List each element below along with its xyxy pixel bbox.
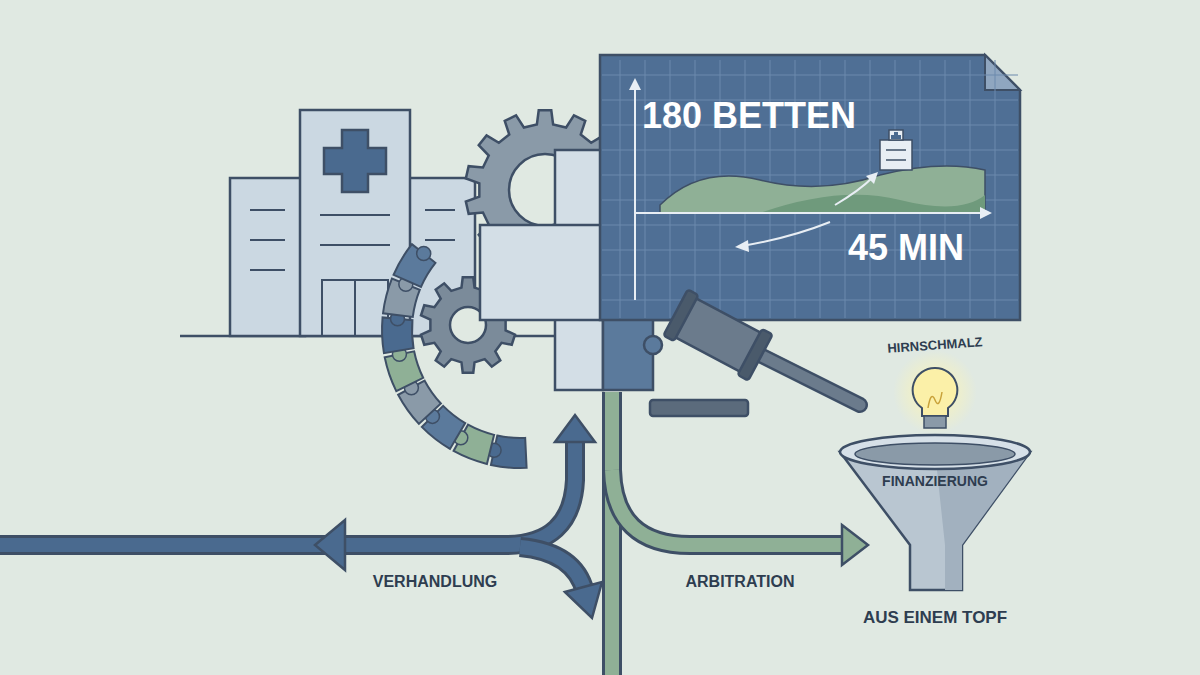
flow-arrows-part xyxy=(605,392,619,675)
funnel-part xyxy=(935,452,1030,590)
gavel-part-part xyxy=(663,290,698,342)
flow-arrows-part xyxy=(0,440,575,545)
blueprint-panel-part xyxy=(735,240,749,252)
flow-arrows-part xyxy=(565,582,602,618)
funnel-part xyxy=(855,443,1015,465)
flow-arrows-part xyxy=(842,525,868,565)
blueprint-panel-part-part xyxy=(602,300,1018,301)
arrow-label: VERHANDLUNG xyxy=(373,573,497,591)
flow-arrows-part xyxy=(520,547,585,592)
blueprint-panel-part-part xyxy=(995,60,996,318)
blueprint-panel: 180 BETTEN 45 MIN xyxy=(600,55,1020,320)
blueprint-panel xyxy=(600,55,1020,320)
blueprint-panel-part-part xyxy=(602,75,1018,76)
blueprint-panel-part xyxy=(866,172,878,184)
blueprint-panel-part-part xyxy=(886,149,906,151)
light-bulb-part xyxy=(893,350,977,434)
blueprint-panel-part xyxy=(985,55,1020,90)
flow-arrows-part xyxy=(0,440,575,545)
flow-arrows-part xyxy=(520,547,585,592)
puzzle-ring-part xyxy=(394,244,436,287)
bulb-label: HIRNSCHMALZ xyxy=(887,335,983,357)
flow-arrows xyxy=(0,392,868,675)
hospital-building-part xyxy=(230,178,305,336)
funnel-box: FINANZIERUNG AUS EINEM TOPF xyxy=(830,455,1040,640)
blueprint-panel-part-part xyxy=(889,130,903,140)
blueprint-panel-part-part xyxy=(620,60,621,318)
blueprint-panel-part xyxy=(660,166,985,213)
blueprint-panel-part-part xyxy=(602,225,1018,226)
flow-arrows-part xyxy=(315,520,345,570)
funnel-part xyxy=(840,452,1030,590)
blueprint-panel-part xyxy=(880,130,912,170)
flow-arrows-part xyxy=(602,392,622,675)
blueprint-panel-part-part xyxy=(602,275,1018,276)
blueprint-panel-part xyxy=(600,55,1020,320)
blueprint-panel-part-part xyxy=(891,132,901,139)
light-bulb-part xyxy=(913,368,958,416)
blueprint-panel-part-part xyxy=(886,159,906,161)
puzzle-cross-part xyxy=(480,225,603,320)
blueprint-panel-part xyxy=(634,82,636,300)
gavel-part xyxy=(650,400,748,416)
funnel xyxy=(840,435,1030,590)
blueprint-panel-part-part xyxy=(880,140,912,170)
puzzle-cross-part xyxy=(644,336,662,354)
funnel-caption: AUS EINEM TOPF xyxy=(830,608,1040,628)
hospital-building-part-part xyxy=(250,239,285,241)
hospital-building-part-part xyxy=(320,214,390,216)
blueprint-panel-part-part xyxy=(602,150,1018,151)
blueprint-panel-part xyxy=(742,222,830,246)
light-bulb-part xyxy=(924,416,946,428)
flow-arrows-part xyxy=(612,470,845,545)
hospital-building-part-part xyxy=(322,280,388,336)
bed-count: 180 BETTEN xyxy=(642,95,856,136)
blueprint-panel-part xyxy=(835,178,872,205)
blueprint-panel-part xyxy=(635,212,985,214)
funnel-label: FINANZIERUNG xyxy=(830,473,1040,489)
arrow-label: ARBITRATION xyxy=(685,573,794,591)
gavel xyxy=(650,290,860,416)
hospital-building-part-part xyxy=(250,209,285,211)
blueprint-panel-part xyxy=(980,207,992,219)
hospital-building-part-part xyxy=(425,239,455,241)
puzzle-ring-part xyxy=(417,246,431,260)
blueprint-panel-part xyxy=(629,78,641,90)
blueprint-panel-part xyxy=(760,195,985,213)
gavel-part-part xyxy=(738,329,773,381)
light-bulb xyxy=(893,350,977,434)
light-bulb-part xyxy=(928,392,942,408)
flow-arrows-part xyxy=(612,470,845,545)
hospital-building-part-part xyxy=(425,209,455,211)
hospital-building-part-part xyxy=(354,280,356,336)
blueprint-panel-part xyxy=(602,60,1018,318)
hospital-building-part-part xyxy=(320,244,390,246)
travel-time: 45 MIN xyxy=(848,227,964,268)
hospital-building-part xyxy=(324,130,386,192)
gavel-part xyxy=(663,290,772,381)
flow-arrows-part xyxy=(555,415,595,442)
funnel-part xyxy=(840,435,1030,469)
hospital-building-part-part xyxy=(250,269,285,271)
